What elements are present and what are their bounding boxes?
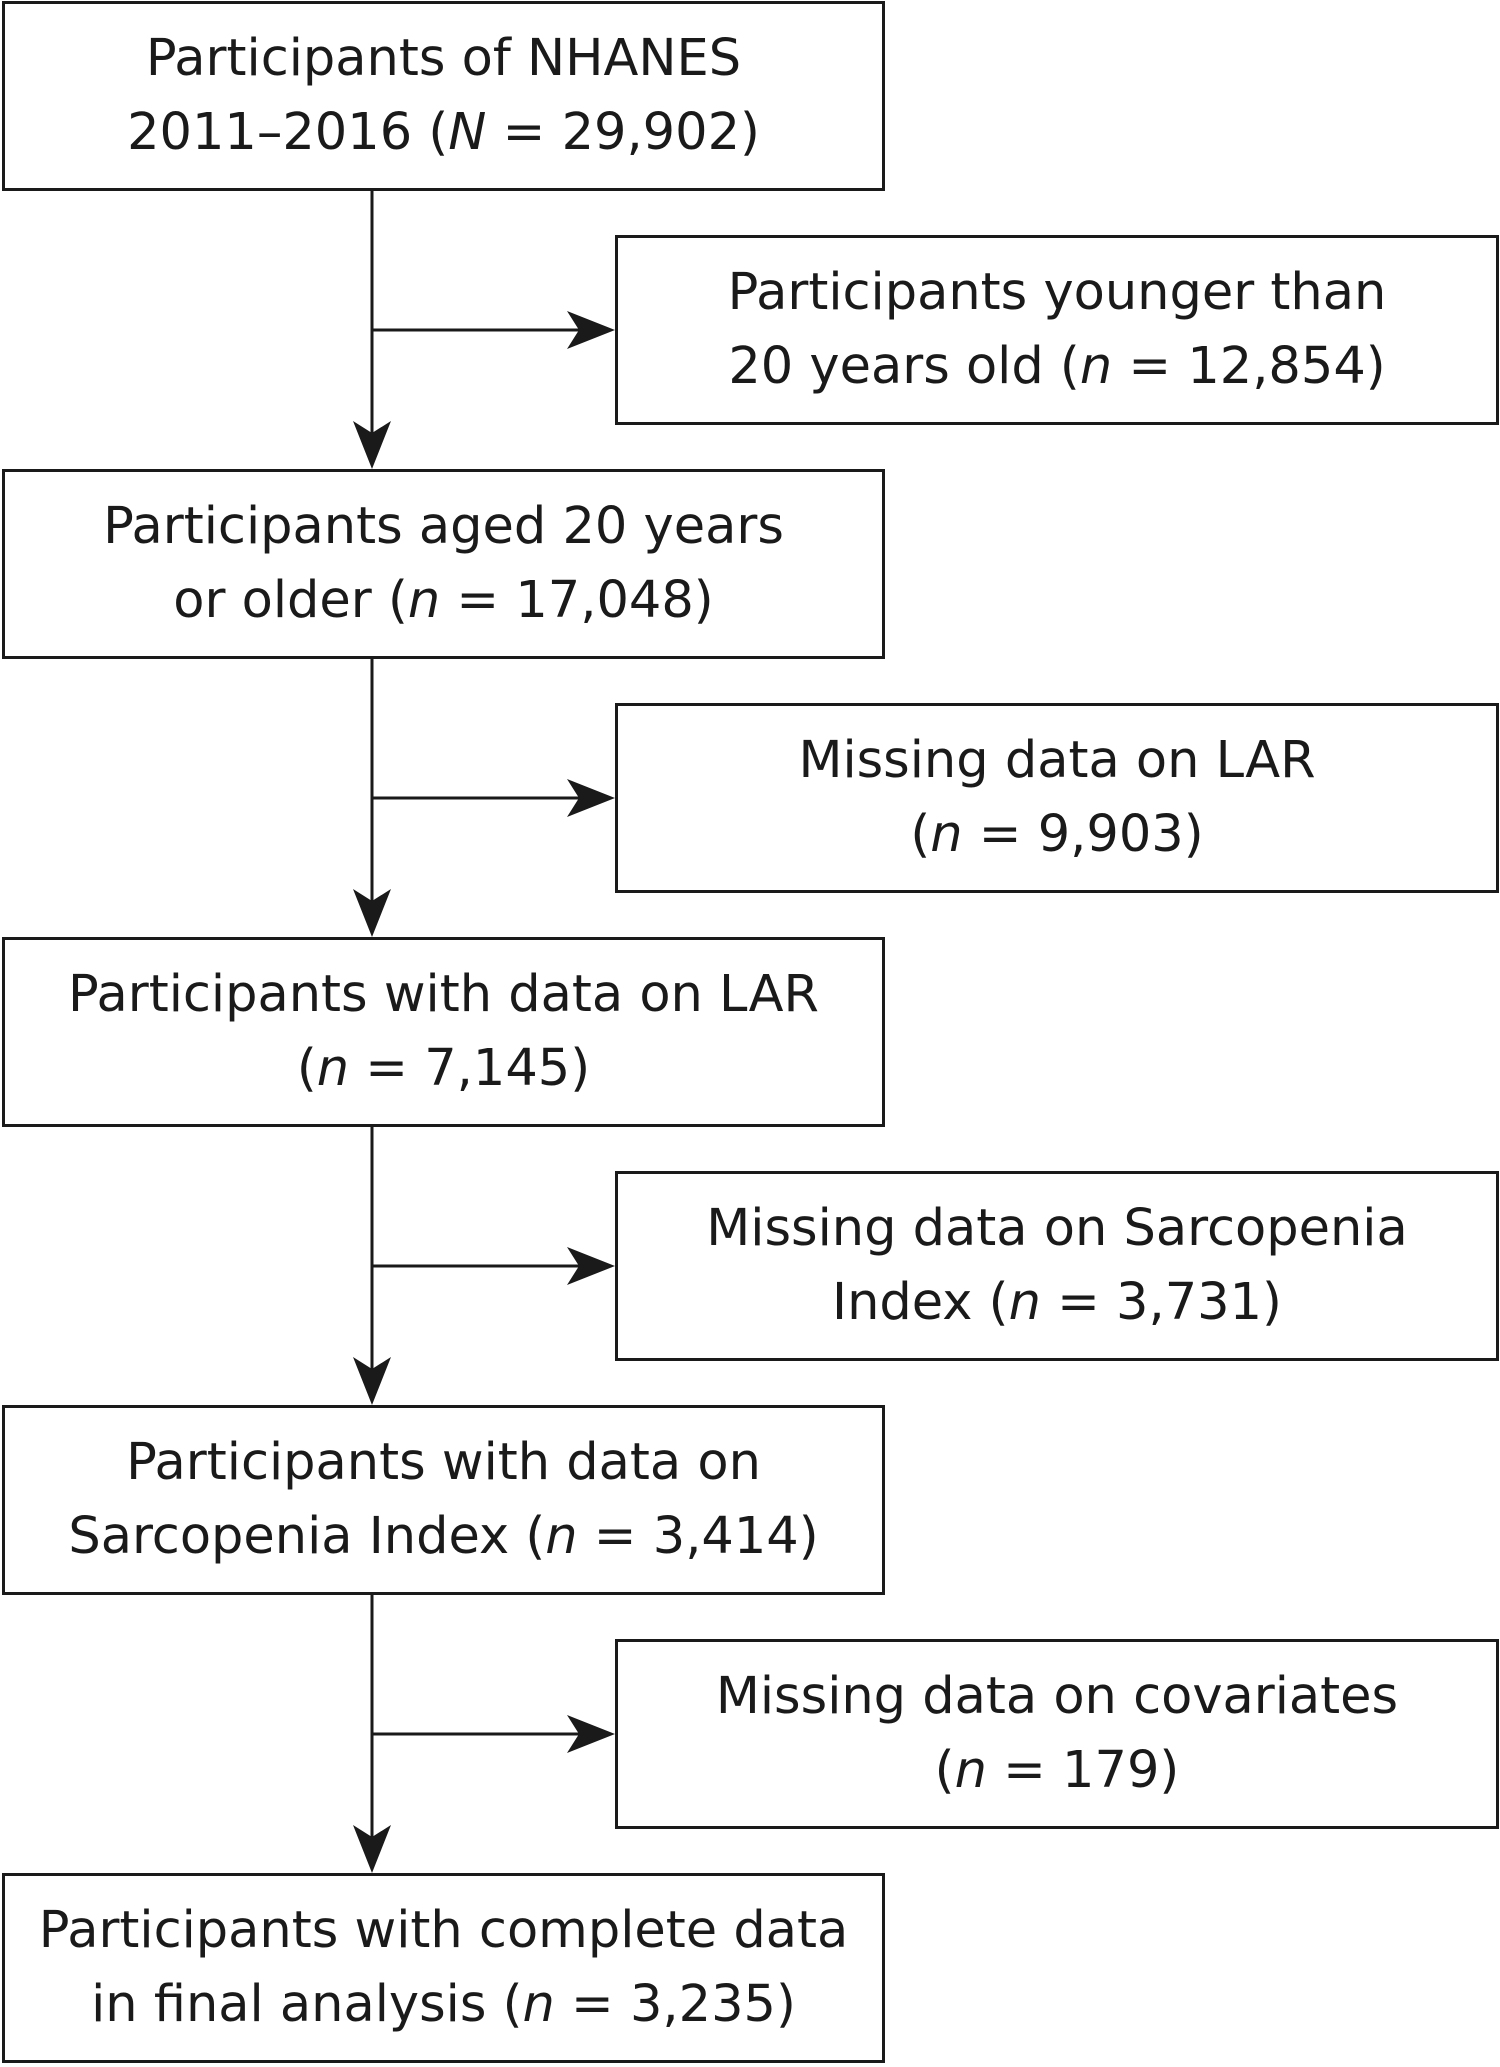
box-text-line1: Missing data on LAR	[798, 731, 1316, 790]
box-text-line1: Participants of NHANES	[145, 29, 742, 88]
box-text-line2: in final analysis (n = 3,235)	[91, 1975, 796, 2034]
box-text-line2: Index (n = 3,731)	[832, 1273, 1282, 1332]
box-excluded-missing-covariates: Missing data on covariates (n = 179)	[615, 1639, 1499, 1829]
box-text-line2: (n = 9,903)	[910, 805, 1204, 864]
box-final-analysis: Participants with complete data in final…	[2, 1873, 885, 2063]
box-text-line2: (n = 7,145)	[296, 1039, 591, 1098]
arrowhead-main-4	[353, 1825, 391, 1873]
box-aged-20-or-older: Participants aged 20 years or older (n =…	[2, 469, 885, 659]
box-text-line2: or older (n = 17,048)	[173, 571, 714, 630]
arrowhead-main-1	[353, 421, 391, 469]
arrowhead-exclusion-0	[567, 311, 615, 349]
arrowhead-exclusion-3	[567, 1715, 615, 1753]
box-text-line1: Participants with data on	[126, 1433, 761, 1492]
box-text-line2: Sarcopenia Index (n = 3,414)	[68, 1507, 819, 1566]
arrowhead-exclusion-1	[567, 779, 615, 817]
box-excluded-missing-lar: Missing data on LAR (n = 9,903)	[615, 703, 1499, 893]
box-with-lar-data: Participants with data on LAR (n = 7,145…	[2, 937, 885, 1127]
box-text-line2: 20 years old (n = 12,854)	[728, 337, 1386, 396]
box-with-sarcopenia-index-data: Participants with data on Sarcopenia Ind…	[2, 1405, 885, 1595]
box-text-line2: (n = 179)	[934, 1741, 1180, 1800]
box-excluded-under-20: Participants younger than 20 years old (…	[615, 235, 1499, 425]
box-text-line1: Participants with data on LAR	[68, 965, 819, 1024]
box-text-line1: Participants aged 20 years	[103, 497, 784, 556]
box-text-line1: Missing data on Sarcopenia	[706, 1199, 1408, 1258]
box-excluded-missing-sarcopenia-index: Missing data on Sarcopenia Index (n = 3,…	[615, 1171, 1499, 1361]
arrowhead-main-3	[353, 1357, 391, 1405]
arrowhead-main-2	[353, 889, 391, 937]
box-all-participants: Participants of NHANES 2011–2016 (N = 29…	[2, 1, 885, 191]
arrowhead-exclusion-2	[567, 1247, 615, 1285]
box-text-line2: 2011–2016 (N = 29,902)	[127, 103, 760, 162]
box-text-line1: Participants younger than	[727, 263, 1387, 322]
box-text-line1: Missing data on covariates	[715, 1667, 1399, 1726]
box-text-line1: Participants with complete data	[38, 1901, 849, 1960]
